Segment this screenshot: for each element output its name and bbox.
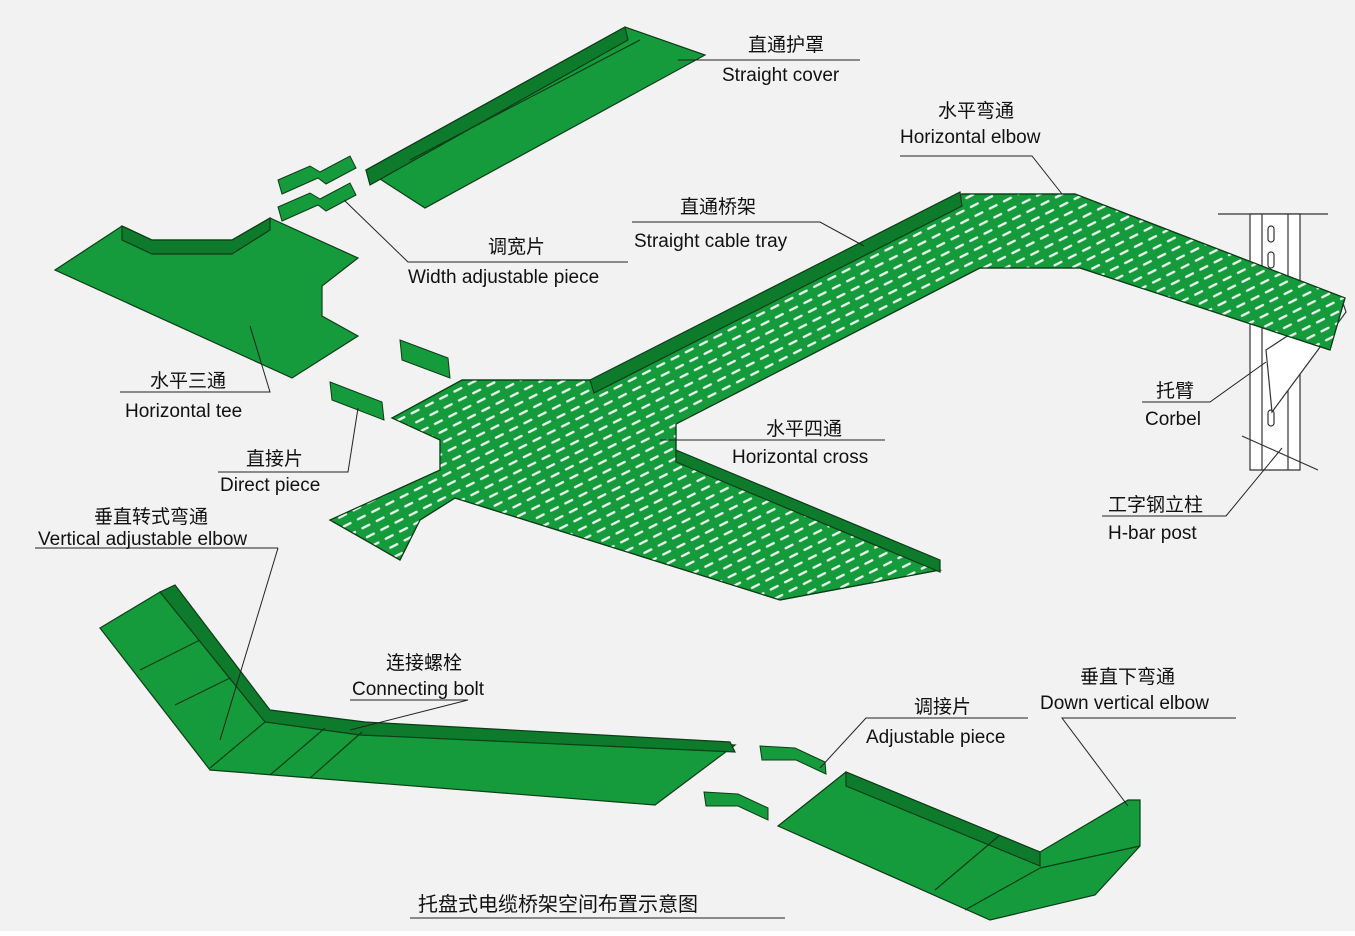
adjustable-piece-shapes bbox=[703, 745, 827, 821]
leader-lines bbox=[35, 59, 1283, 919]
adjustable-piece-en: Adjustable piece bbox=[866, 727, 1006, 748]
diagram-title: 托盘式电缆桥架空间布置示意图 bbox=[418, 892, 698, 916]
horizontal-cross-shape bbox=[328, 191, 1346, 601]
horizontal-cross-en: Horizontal cross bbox=[732, 447, 869, 468]
h-bar-post-cn: 工字钢立柱 bbox=[1108, 494, 1204, 516]
adjustable-piece-cn: 调接片 bbox=[914, 696, 972, 718]
corbel-cn: 托臂 bbox=[1156, 380, 1195, 402]
down-vertical-elbow-cn: 垂直下弯通 bbox=[1080, 666, 1176, 688]
direct-piece-en: Direct piece bbox=[220, 475, 321, 496]
h-bar-post-en: H-bar post bbox=[1108, 523, 1197, 544]
horizontal-cross-cn: 水平四通 bbox=[766, 418, 843, 440]
width-adjustable-piece-shapes bbox=[277, 155, 357, 222]
straight-cable-tray-cn: 直通桥架 bbox=[680, 196, 757, 218]
direct-piece-cn: 直接片 bbox=[246, 448, 304, 470]
down-vertical-elbow-shape bbox=[776, 771, 1141, 921]
horizontal-tee-shape bbox=[53, 216, 360, 379]
corbel-en: Corbel bbox=[1145, 409, 1201, 430]
straight-cable-tray-en: Straight cable tray bbox=[634, 231, 788, 252]
down-vertical-elbow-en: Down vertical elbow bbox=[1040, 693, 1209, 714]
width-adjustable-piece-cn: 调宽片 bbox=[488, 236, 546, 258]
connecting-bolt-cn: 连接螺栓 bbox=[386, 652, 463, 674]
straight-cover-cn: 直通护罩 bbox=[748, 34, 825, 56]
straight-cover-shape bbox=[364, 26, 707, 209]
horizontal-elbow-en: Horizontal elbow bbox=[900, 127, 1041, 148]
horizontal-tee-cn: 水平三通 bbox=[150, 370, 227, 392]
straight-cover-en: Straight cover bbox=[722, 65, 840, 86]
connecting-bolt-en: Connecting bolt bbox=[352, 679, 485, 700]
direct-piece-shapes bbox=[329, 339, 451, 421]
width-adjustable-piece-en: Width adjustable piece bbox=[408, 267, 600, 288]
horizontal-tee-en: Horizontal tee bbox=[125, 401, 243, 422]
vertical-adjustable-elbow-en: Vertical adjustable elbow bbox=[38, 529, 248, 550]
vertical-adjustable-elbow-shape bbox=[99, 584, 737, 806]
vertical-adjustable-elbow-cn: 垂直转式弯通 bbox=[94, 506, 209, 528]
horizontal-elbow-cn: 水平弯通 bbox=[938, 100, 1015, 122]
